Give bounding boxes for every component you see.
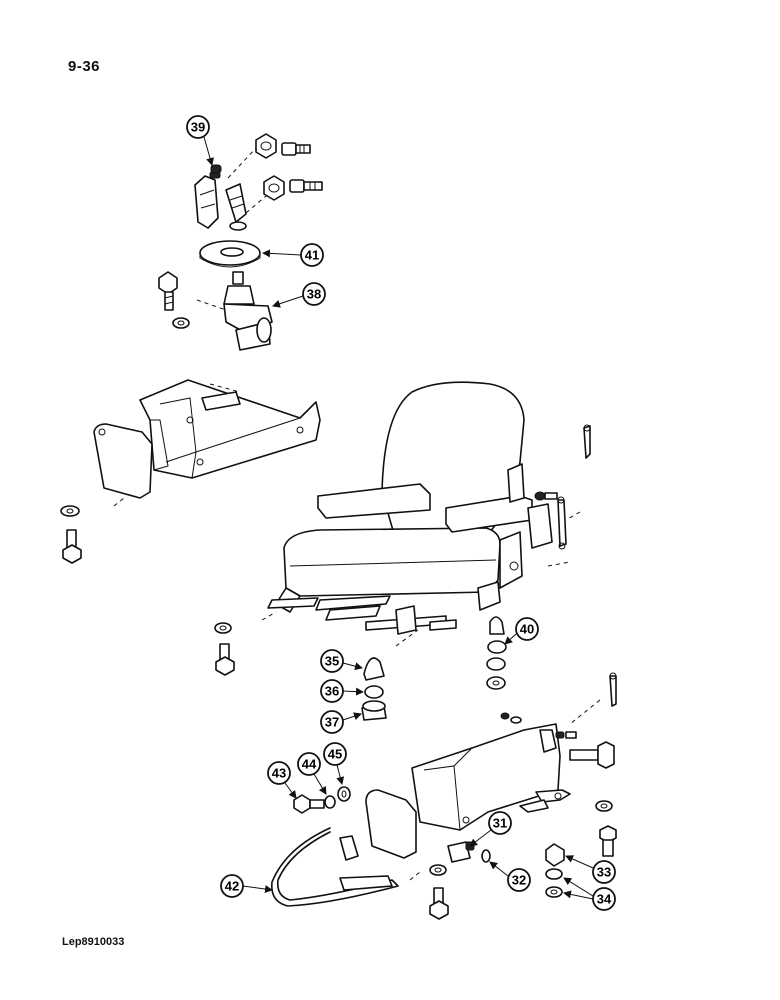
svg-text:39: 39 — [191, 120, 205, 135]
callout-37: 37 — [320, 710, 362, 734]
svg-text:31: 31 — [493, 816, 507, 831]
seat-mount-stack — [361, 657, 387, 721]
bolt — [429, 887, 449, 920]
svg-text:33: 33 — [597, 865, 611, 880]
svg-text:44: 44 — [302, 757, 317, 772]
svg-text:40: 40 — [520, 622, 534, 637]
bolt — [289, 179, 323, 193]
nut — [263, 175, 285, 201]
clamp-bracket — [194, 171, 221, 229]
swivel-base — [223, 271, 273, 351]
svg-text:37: 37 — [325, 715, 339, 730]
callout-36: 36 — [320, 679, 364, 703]
pin — [583, 424, 591, 459]
washer-nut-stack — [545, 800, 617, 898]
callout-32: 32 — [489, 861, 531, 892]
svg-text:42: 42 — [225, 879, 239, 894]
svg-text:34: 34 — [597, 892, 612, 907]
callout-43: 43 — [267, 761, 297, 799]
svg-text:38: 38 — [307, 287, 321, 302]
latch-plate — [447, 841, 491, 863]
callout-34: 34 — [563, 877, 616, 911]
svg-text:45: 45 — [328, 747, 342, 762]
left-seat-bracket — [60, 379, 321, 564]
callout-40: 40 — [504, 617, 539, 645]
svg-text:32: 32 — [512, 873, 526, 888]
callout-42: 42 — [220, 874, 273, 898]
bolt — [569, 741, 615, 769]
callout-38: 38 — [272, 282, 326, 308]
callout-39: 39 — [186, 115, 214, 166]
right-seat-bracket — [365, 672, 617, 859]
svg-text:41: 41 — [305, 248, 319, 263]
callout-33: 33 — [565, 855, 616, 884]
svg-text:43: 43 — [272, 766, 286, 781]
thrust-washer — [199, 240, 261, 268]
cap — [210, 164, 222, 174]
seat-strap — [271, 827, 399, 907]
washer — [214, 622, 232, 634]
callout-41: 41 — [262, 243, 324, 267]
washer — [429, 864, 447, 876]
svg-text:36: 36 — [325, 684, 339, 699]
bolt — [281, 142, 311, 156]
operator-seat — [267, 381, 581, 635]
washer — [172, 317, 190, 329]
bolt — [62, 529, 82, 564]
callout-45: 45 — [323, 742, 347, 785]
nut — [255, 133, 277, 159]
swivel-bracket-assembly — [158, 133, 323, 351]
callout-44: 44 — [297, 752, 327, 795]
washer — [60, 505, 80, 517]
bolt — [534, 491, 558, 501]
bolt-washer-set — [293, 786, 351, 814]
rubber-mount — [486, 616, 507, 690]
callout-35: 35 — [320, 649, 363, 673]
bolt — [215, 643, 235, 676]
svg-text:35: 35 — [325, 654, 339, 669]
drawing-reference-code: Lep8910033 — [62, 936, 125, 948]
page-number: 9-36 — [68, 58, 101, 75]
bracket-pin — [539, 729, 577, 753]
callout-31: 31 — [469, 811, 512, 847]
swivel-pin — [225, 183, 247, 231]
bolt — [158, 271, 178, 311]
